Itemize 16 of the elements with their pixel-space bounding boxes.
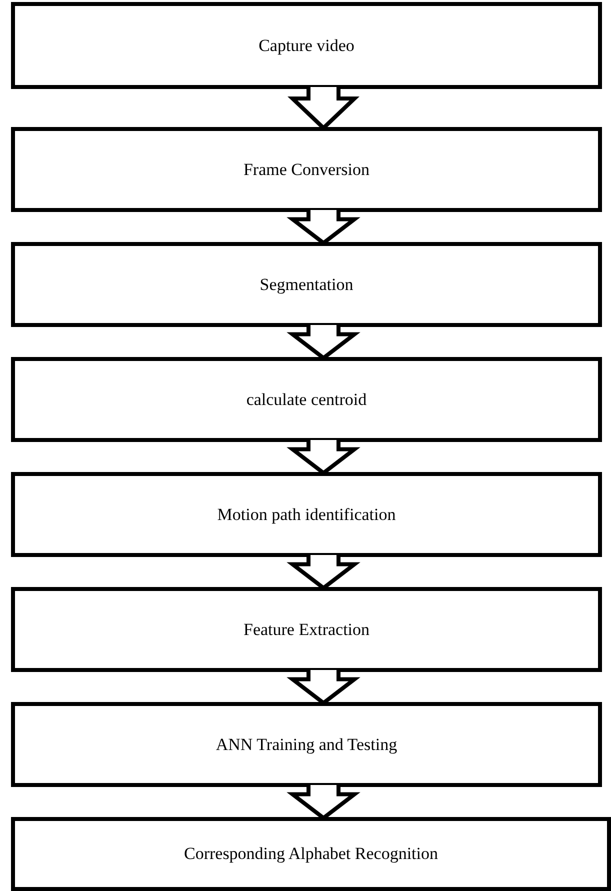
step-label: Feature Extraction [243,620,370,640]
step-label: Segmentation [260,274,354,294]
process-box [11,702,602,787]
process-box [11,357,602,442]
process-box [11,472,602,557]
step-label: ANN Training and Testing [216,734,398,754]
process-box [11,127,602,212]
process-box [11,817,611,891]
step-label: calculate centroid [246,390,367,410]
step-label: Capture video [258,36,354,56]
process-box [11,242,602,327]
step-label: Motion path identification [217,504,396,524]
process-box [11,2,602,89]
step-label: Corresponding Alphabet Recognition [184,844,438,864]
step-label: Frame Conversion [243,160,370,180]
process-box [11,587,602,672]
